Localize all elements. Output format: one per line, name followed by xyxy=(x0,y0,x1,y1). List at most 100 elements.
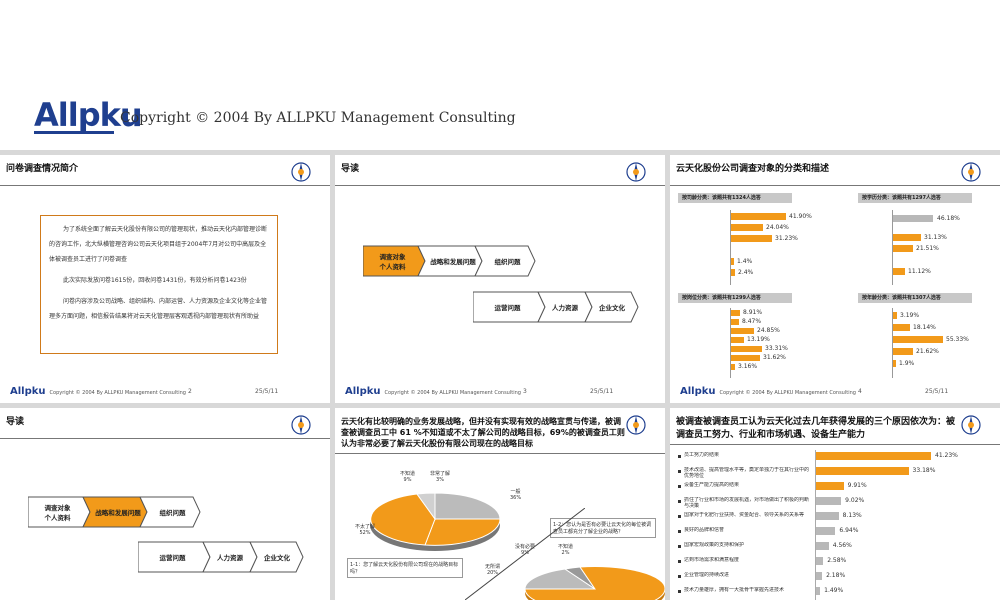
bullet-icon xyxy=(678,575,681,578)
bar xyxy=(816,512,839,520)
flow-arrows-top xyxy=(28,496,201,528)
title-divider xyxy=(335,453,665,454)
bar-value: 1.4% xyxy=(737,258,753,265)
slide-5[interactable]: 导读 调查对象 个人资料 战略和发展问题 组织问题 运营问题 人力资源 企业文化 xyxy=(0,408,330,600)
title-divider xyxy=(670,185,1000,186)
bar-value: 13.19% xyxy=(747,336,770,343)
flow-step-culture[interactable]: 企业文化 xyxy=(264,554,290,562)
slide-date: 25/5/11 xyxy=(590,388,614,395)
bar-value: 24.04% xyxy=(766,224,789,231)
bullet-icon xyxy=(678,560,681,563)
bar xyxy=(893,215,933,222)
flow-step-operations[interactable]: 运营问题 xyxy=(494,304,521,312)
flow-step-personal[interactable]: 调查对象 个人资料 xyxy=(44,504,71,522)
bar-value: 24.85% xyxy=(757,327,780,334)
pie-label: 不知道 9% xyxy=(400,471,416,483)
bar xyxy=(816,482,844,490)
bar xyxy=(731,364,735,370)
bullet-icon xyxy=(678,485,681,488)
panel-label-education: 按学历分类：该题共有1297人选答 xyxy=(858,193,972,203)
flow-step-operations[interactable]: 运营问题 xyxy=(159,554,186,562)
bar xyxy=(893,312,897,319)
bar-value: 9.91% xyxy=(847,482,867,489)
bar-label: 员工努力的结果 xyxy=(684,452,720,458)
bar-value: 8.47% xyxy=(742,318,762,325)
bar-value: 11.12% xyxy=(908,268,931,275)
bar xyxy=(816,497,842,505)
pie-label: 无所谓 20% xyxy=(485,564,501,576)
bar xyxy=(731,213,786,220)
slide-date: 25/5/11 xyxy=(925,388,949,395)
compass-logo-icon xyxy=(291,415,311,435)
bar xyxy=(731,310,740,316)
intro-box: 为了系统全面了解云天化股份有限公司的管理现状，推动云天化内部管理诊断的咨询工作，… xyxy=(40,215,278,354)
flow-step-hr[interactable]: 人力资源 xyxy=(217,554,243,562)
flow-step-organization[interactable]: 组织问题 xyxy=(159,509,186,517)
bar-value: 41.23% xyxy=(935,452,958,459)
bar-value: 33.31% xyxy=(765,345,788,352)
flow-arrows-bottom xyxy=(138,541,304,573)
panel-position-chart: 8.91% 8.47% 24.85% 13.19% 33.31% 31.62% … xyxy=(730,308,821,378)
flow-step-personal[interactable]: 调查对象 个人资料 xyxy=(379,253,406,271)
bar-value: 2.4% xyxy=(738,269,754,276)
slide-2[interactable]: 问卷调查情况简介 为了系统全面了解云天化股份有限公司的管理现状，推动云天化内部管… xyxy=(0,155,330,403)
slide-4[interactable]: 云天化股份公司调查对象的分类和描述 按司龄分类：该题共有1324人选答 按学历分… xyxy=(670,155,1000,403)
compass-logo-icon xyxy=(291,162,311,182)
bar-value: 46.18% xyxy=(937,215,960,222)
bar xyxy=(893,324,910,331)
slide-title: 导读 xyxy=(6,417,25,427)
bar-value: 3.16% xyxy=(738,363,758,370)
bar-label: 技术力量雄厚，拥有一大批骨干掌握先进技术 xyxy=(684,587,785,593)
compass-logo-icon xyxy=(961,162,981,182)
slide-title: 被调查被调查员工认为云天化过去几年获得发展的三个原因依次为：被调查员工努力、行业… xyxy=(676,417,956,440)
bar-value: 1.9% xyxy=(899,360,915,367)
bar xyxy=(816,527,836,535)
bar xyxy=(893,234,921,241)
page-number: 2 xyxy=(188,388,192,395)
slide-7[interactable]: 被调查被调查员工认为云天化过去几年获得发展的三个原因依次为：被调查员工努力、行业… xyxy=(670,408,1000,600)
bar xyxy=(731,224,763,231)
panel-label-tenure: 按司龄分类：该题共有1324人选答 xyxy=(678,193,792,203)
compass-logo-icon xyxy=(626,162,646,182)
slide-3[interactable]: 导读 调查对象 个人资料 战略和发展问题 组织问题 运营问题 人力资源 企业文化… xyxy=(335,155,665,403)
reasons-bar-chart: 员工努力的结果 41.23% 技术改造、提高管理水平等，奠定单独力于在其行业中的优势… xyxy=(670,450,1000,600)
flow-step-organization[interactable]: 组织问题 xyxy=(494,258,521,266)
bar xyxy=(731,319,739,325)
bar-value: 8.91% xyxy=(743,309,763,316)
panel-age-chart: 3.19% 18.14% 55.33% 21.62% 1.9% xyxy=(892,308,983,378)
bar-value: 55.33% xyxy=(946,336,969,343)
flow-step-hr[interactable]: 人力资源 xyxy=(552,304,578,312)
pie-strategy-awareness xyxy=(370,492,501,551)
logo-underline xyxy=(34,131,114,134)
bullet-icon xyxy=(678,470,681,473)
pie-label: 非常了解 3% xyxy=(430,471,451,483)
bar-label: 技术改造、提高管理水平等，奠定单独力于在其行业中的优势地位 xyxy=(684,467,810,479)
bar-value: 1.49% xyxy=(824,587,844,594)
header-copyright: Copyright © 2004 By ALLPKU Management Co… xyxy=(120,110,516,126)
bar-label: 国家对于化肥行业扶持、资金配合、领导关系的关系等 xyxy=(684,512,805,518)
bar xyxy=(731,337,744,343)
flow-step-strategy[interactable]: 战略和发展问题 xyxy=(430,258,476,266)
panel-tenure-chart: 41.90% 24.04% 31.23% 1.4% 2.4% xyxy=(730,210,821,285)
bar-value: 2.58% xyxy=(827,557,847,564)
title-divider xyxy=(0,185,330,186)
panel-label-position: 按岗位分类：该题共有1299人选答 xyxy=(678,293,792,303)
bar xyxy=(893,336,943,343)
bar-value: 9.02% xyxy=(845,497,865,504)
divider-diagonal xyxy=(465,508,585,600)
title-divider xyxy=(670,444,1000,445)
logo-text: Allpku xyxy=(34,96,143,134)
flow-step-culture[interactable]: 企业文化 xyxy=(599,304,625,312)
slide-6[interactable]: 云天化有比较明确的业务发展战略，但并没有实现有效的战略宣贯与传递，被调查被调查员… xyxy=(335,408,665,600)
bar xyxy=(731,355,760,361)
pie-label: 不太了解 52% xyxy=(355,524,376,536)
flow-step-strategy[interactable]: 战略和发展问题 xyxy=(95,509,141,517)
page-number: 3 xyxy=(523,388,527,395)
slide-title: 云天化股份公司调查对象的分类和描述 xyxy=(676,164,830,174)
page-number: 4 xyxy=(858,388,862,395)
bar xyxy=(816,572,823,580)
panel-education-chart: 31.13% 21.51% 46.18% 11.12% xyxy=(892,210,983,285)
